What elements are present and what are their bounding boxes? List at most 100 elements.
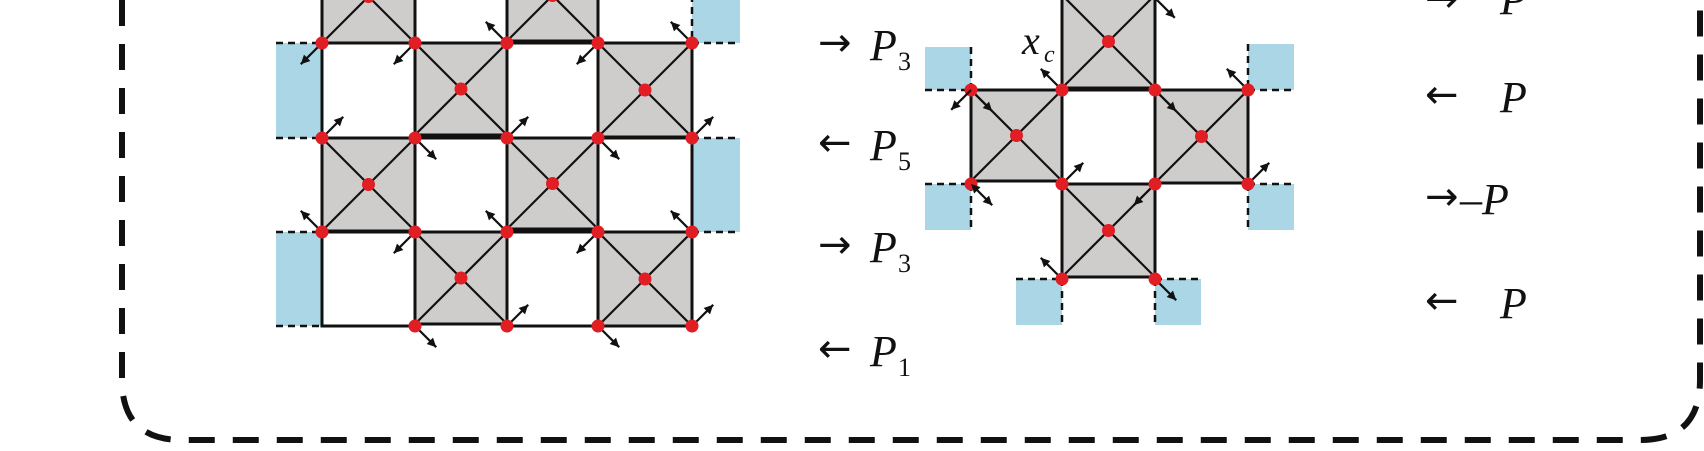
arrow-head [426,337,437,348]
arrow-head [982,101,993,112]
corner-node [408,319,422,333]
arrow-head [1040,257,1051,268]
arrow-head [300,54,311,65]
blue-block [925,47,971,90]
corner-node [591,36,605,50]
right-corner-label-sub: c [1044,42,1055,68]
left-label-3-base: P [869,223,897,272]
corner-node [1241,177,1255,191]
arrow-head [703,304,714,315]
open-square [505,230,600,328]
open-square [596,136,694,234]
arrow-head [426,149,437,160]
corner-node [1148,83,1162,97]
open-square [413,136,509,234]
blue-block [692,0,740,43]
left-label-1-arrow: → [818,20,852,66]
left-label-2-base: P [869,121,897,170]
corner-node [500,225,514,239]
left-lattice [276,0,740,348]
left-label-1: → P 3 [818,20,911,76]
right-corner-label-base: x [1021,18,1040,63]
right-label-3: → –P [1425,174,1509,224]
left-label-4: ← P 1 [818,326,911,382]
center-node [547,0,558,2]
arrow-head [703,116,714,127]
arrow-head [518,116,529,127]
left-label-3: → P 3 [818,222,911,278]
center-node [638,83,652,97]
corner-node [591,131,605,145]
left-label-3-arrow: → [818,222,852,268]
gray-cell [505,0,600,43]
corner-node [1241,83,1255,97]
right-label-1-text: P [1499,0,1527,24]
arrow-head [609,337,620,348]
blue-block [925,184,971,230]
left-label-3-sub: 3 [898,249,911,278]
center-node [1195,130,1208,143]
cell-diagonal [555,0,599,42]
center-node [1010,129,1023,142]
right-label-3-text: –P [1459,175,1509,224]
center-node [454,82,468,96]
blue-block [276,43,322,138]
arrow-head [951,100,961,110]
cell-diagonal [370,0,416,44]
blue-block [692,138,740,232]
blue-block [1248,44,1294,90]
open-square [1060,88,1157,186]
arrow-head [393,243,404,254]
arrow-head [670,21,681,32]
arrow-head [1226,68,1237,79]
left-label-1-base: P [869,21,897,70]
open-square [320,41,417,140]
arrow-head [670,210,681,221]
open-square [320,230,417,328]
right-label-4-text: P [1499,279,1527,328]
arrow-head [485,210,496,221]
right-label-3-arrow: → [1425,174,1459,220]
right-label-2: ← P [1425,72,1527,122]
right-label-2-arrow: ← [1425,72,1459,118]
dashed-frame [119,0,1703,443]
open-square [505,41,600,140]
arrow-head [970,183,981,194]
arrow-head [333,116,344,127]
arrow-head [1073,162,1084,173]
right-label-1-arrow: → [1425,0,1459,22]
left-label-2-sub: 5 [898,147,911,176]
corner-node [1148,177,1162,191]
corner-node [1055,272,1069,286]
center-node [454,271,468,285]
right-label-4: ← P [1425,278,1527,328]
arrow-head [518,304,529,315]
arrow-head [576,243,587,254]
cell-diagonal [506,0,550,42]
left-label-2-arrow: ← [818,120,852,166]
corner-node [408,225,422,239]
gray-cell [320,0,417,45]
right-corner-label: x c [1021,18,1055,68]
right-label-2-text: P [1499,73,1527,122]
corner-node [1055,177,1069,191]
center-node [363,0,374,3]
corner-node [685,131,699,145]
center-node [1102,35,1115,48]
arrow-head [300,210,311,221]
corner-node [1055,83,1069,97]
arrow-head [485,21,496,32]
corner-node [1148,272,1162,286]
corner-node [685,225,699,239]
left-label-4-base: P [869,327,897,376]
center-node [1102,224,1115,237]
right-lattice [925,0,1294,325]
corner-node [315,131,329,145]
center-node [362,178,375,191]
arrow-head [1166,101,1177,112]
arrow-head [393,54,404,65]
corner-node [315,36,329,50]
arrow-head [1259,162,1270,173]
arrow-head [1133,195,1144,206]
blue-block [1016,279,1062,325]
